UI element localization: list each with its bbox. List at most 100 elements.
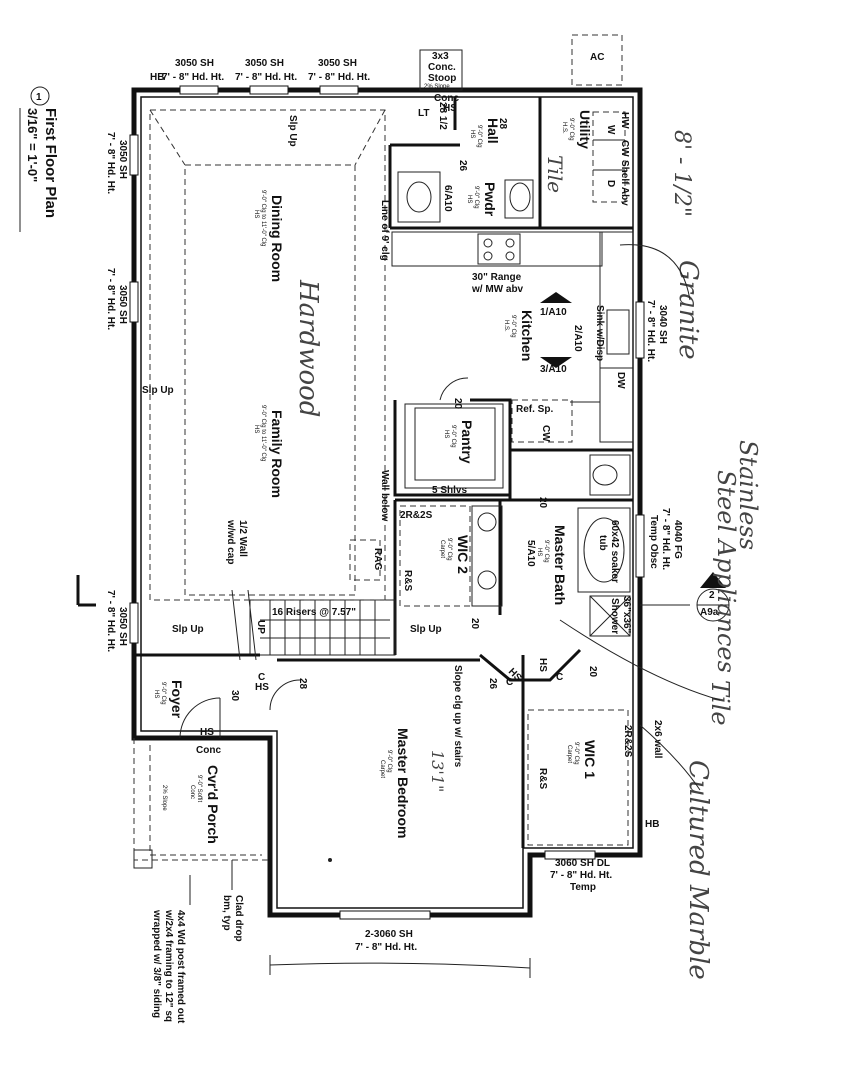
beam-note-1: Clad drop <box>233 895 244 942</box>
title-name: First Floor Plan <box>42 108 59 218</box>
ref-3-a10: 3/A10 <box>540 364 567 375</box>
door-28-hall: 28 <box>497 118 508 130</box>
title-number: 1 <box>36 92 42 103</box>
stoop-line2: Conc. <box>428 62 456 73</box>
note-dimension: 13'1" <box>428 750 447 792</box>
rs-wic1: R&S <box>537 768 548 789</box>
room-master-bath-note: 9'-0" Clg <box>543 540 549 563</box>
hw-heater: HW <box>619 112 630 129</box>
annotation-labels: Conc Conc AC HB HW CW Shelf Abv W D 30" … <box>142 52 719 1024</box>
room-dining-finish: HS <box>253 210 259 218</box>
hs-3: HS <box>255 682 269 693</box>
window-bed-ht: 7' - 8" Hd. Ht. <box>355 942 417 953</box>
post-note-3: wrapped w/ 3/8" siding <box>151 909 162 1018</box>
window-bed: 2-3060 SH <box>365 929 413 940</box>
room-dining: Dining Room <box>269 195 285 282</box>
room-hall-note: 9'-0" Clg <box>476 125 482 148</box>
stoop-slope: 2% Slope <box>424 84 450 90</box>
slope-up-4: Slp Up <box>410 624 442 635</box>
window-bath-ht: 7' - 8" Hd. Ht. <box>660 508 671 570</box>
window-top-1-ht: 7' - 8" Hd. Ht. <box>162 72 224 83</box>
window-left-1-ht: 7' - 8" Hd. Ht. <box>105 132 116 194</box>
room-pantry: Pantry <box>459 420 475 464</box>
ac-unit: AC <box>590 52 604 63</box>
leader-tile <box>559 619 721 701</box>
room-pantry-note: 9'-0" Clg <box>450 425 456 448</box>
window-top-1: 3050 SH <box>175 58 214 69</box>
rag-label: RAG <box>372 548 383 570</box>
door-20-wic2: 20 <box>469 618 480 630</box>
stair-up: UP <box>255 620 266 634</box>
c-1: C <box>258 672 265 683</box>
note-tile-bath: Tile <box>706 680 734 726</box>
window-top-3: 3050 SH <box>318 58 357 69</box>
ref-1-arrow <box>540 292 572 303</box>
door-26-bath: 26 <box>487 678 498 690</box>
post-note-1: 4x4 Wd post framed out <box>175 910 186 1024</box>
stair-risers: 16 Risers @ 7.57" <box>272 607 356 618</box>
rs-wic2: R&S <box>402 570 413 591</box>
room-hall: Hall <box>485 118 501 144</box>
soaker-tub-2: tub <box>597 535 608 551</box>
room-master-bedroom-finish: Carpet <box>379 760 385 778</box>
room-foyer-note: 9'-0" Clg <box>160 682 166 705</box>
room-pwdr: Pwdr <box>482 182 498 217</box>
stoop-line3: Stoop <box>428 73 456 84</box>
window-labels: 3050 SH 7' - 8" Hd. Ht. 3050 SH 7' - 8" … <box>105 58 683 953</box>
room-kitchen-note: 9'-0" Clg <box>510 315 516 338</box>
slope-ceiling: Slope clg up w/ stairs <box>452 665 463 768</box>
note-hardwood: Hardwood <box>293 279 323 417</box>
window-left-1: 3050 SH <box>117 140 128 179</box>
room-wic1: WIC 1 <box>582 740 598 779</box>
shower-label: Shower <box>609 598 620 634</box>
stoop-size: 3x3 <box>432 51 449 62</box>
room-family: Family Room <box>269 410 285 498</box>
conc-top: Conc <box>434 93 459 104</box>
r2s-wic2: 2R&2S <box>400 510 433 521</box>
ref-6-a10: 6/A10 <box>442 185 453 212</box>
note-tile-utility: Tile <box>543 155 567 193</box>
ref-space: Ref. Sp. <box>516 404 553 415</box>
line-of-ceiling: Line of 9' clg <box>379 200 390 261</box>
beam-note-2: bm, typ <box>221 895 232 931</box>
room-labels: Dining Room 9'-0" Clg to 11'-0" Clg HS F… <box>153 51 598 844</box>
note-stainless: Stainless <box>734 440 762 550</box>
title-block: 1 First Floor Plan 3/16" = 1'-0" <box>19 86 59 232</box>
window-top-3-ht: 7' - 8" Hd. Ht. <box>308 72 370 83</box>
ref-1-a10: 1/A10 <box>540 307 567 318</box>
room-utility-finish: H.S. <box>561 122 567 134</box>
door-30-foyer: 30 <box>229 690 240 702</box>
sink-label: Sink w/Disp <box>594 305 605 361</box>
room-master-bath: Master Bath <box>552 525 568 605</box>
plan-marker <box>76 575 96 607</box>
window-bath-note: Temp Obsc <box>648 515 659 569</box>
shelf-label: Shelf Abv <box>619 160 630 206</box>
shower-size: 36"x36" <box>621 596 632 634</box>
washer-label: W <box>605 125 616 135</box>
pantry-shelves: 5 Shlvs <box>432 485 467 496</box>
room-wic1-finish: Carpet <box>566 745 572 763</box>
room-wic2: WIC 2 <box>455 535 471 574</box>
note-ceiling-height: 8' - 1/2" <box>669 130 694 217</box>
room-hall-finish: HS <box>469 130 475 138</box>
hb-top: HB <box>150 72 164 83</box>
room-kitchen: Kitchen <box>519 310 535 361</box>
room-pwdr-note: 9'-0" Clg <box>473 186 479 209</box>
room-master-bedroom: Master Bedroom <box>395 728 411 838</box>
slope-up-1: Slp Up <box>287 115 298 147</box>
windows <box>129 85 645 920</box>
window-left-3-ht: 7' - 8" Hd. Ht. <box>105 590 116 652</box>
title-scale: 3/16" = 1'-0" <box>25 108 40 182</box>
section-sheet: A9a <box>700 607 719 618</box>
room-porch-slope: 2% Slope <box>161 785 167 811</box>
room-porch: Cvr'd Porch <box>205 765 221 844</box>
window-kitchen: 3040 SH <box>657 305 668 344</box>
room-utility: Utility <box>577 110 593 149</box>
room-wic2-finish: Carpet <box>439 540 445 558</box>
door-28-half: 28 1/2 <box>437 102 448 130</box>
slope-up-2: Slp Up <box>142 385 174 396</box>
room-pantry-finish: HS <box>443 430 449 438</box>
note-cultured-marble: Cultured Marble <box>683 760 713 980</box>
ref-2-a10: 2/A10 <box>572 325 583 352</box>
